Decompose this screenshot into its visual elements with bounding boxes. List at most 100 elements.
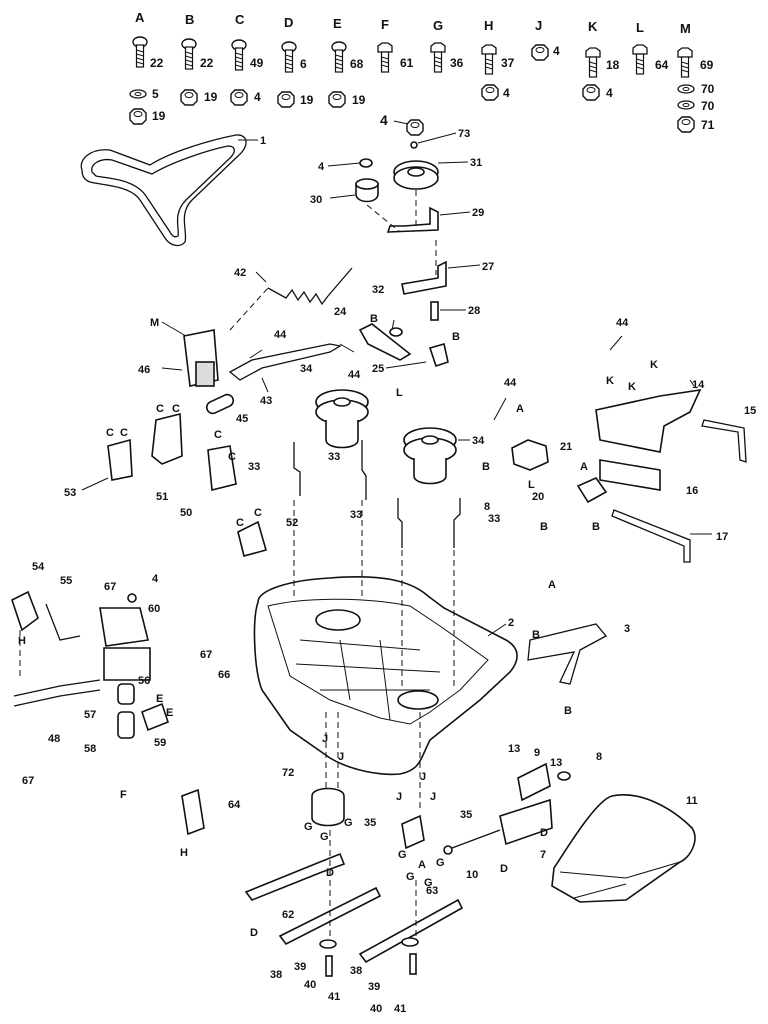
nut-d <box>277 91 295 108</box>
hw-num-j: 4 <box>553 44 560 58</box>
hw-a-washer-num: 5 <box>152 87 159 101</box>
nut-k <box>582 84 600 101</box>
nut-e <box>328 91 346 108</box>
hw-letter-e: E <box>333 16 342 31</box>
tag-b-3a: B <box>532 629 540 641</box>
callout-35a: 35 <box>364 817 376 829</box>
callout-73: 73 <box>458 128 470 140</box>
nut-b <box>180 89 198 106</box>
carriage-bolt-d <box>281 41 297 73</box>
tag-a-20: A <box>580 461 588 473</box>
callout-67a: 67 <box>104 581 116 593</box>
hw-e-nut-num: 19 <box>352 93 366 107</box>
hw-c-nut-num: 4 <box>254 90 261 104</box>
tag-d-7b: D <box>500 863 508 875</box>
callout-42: 42 <box>234 267 246 279</box>
tag-g-35a: G <box>398 849 407 861</box>
tag-c-52b: C <box>254 507 262 519</box>
rod-55 <box>45 603 81 641</box>
carriage-bolt-c <box>231 39 247 71</box>
callout-39a: 39 <box>294 961 306 973</box>
mower-deck: 2 3 A B B <box>253 576 630 776</box>
callout-16: 16 <box>686 485 698 497</box>
hw-num-l: 64 <box>655 58 669 72</box>
tag-a-3: A <box>548 579 556 591</box>
blade-right <box>358 898 464 964</box>
bracket-21 <box>511 439 549 471</box>
callout-13b: 13 <box>550 757 562 769</box>
tag-c-50a: C <box>214 429 222 441</box>
rod-48 <box>13 679 101 707</box>
hw-letter-j: J <box>535 18 542 33</box>
carriage-bolt-b <box>181 38 197 70</box>
drive-belt: 1 <box>80 134 266 247</box>
callout-4c: 4 <box>152 573 159 585</box>
callout-44c: 44 <box>504 377 517 389</box>
tag-j-5: J <box>430 791 436 803</box>
lead-lines <box>19 500 455 940</box>
callout-32: 32 <box>372 284 384 296</box>
j-tags: J J J J J <box>322 733 436 803</box>
callout-52: 52 <box>286 517 298 529</box>
tag-e-59b: E <box>166 707 173 719</box>
hex-bolt-k <box>585 47 601 78</box>
top-idler-assembly: 4 73 31 4 30 29 27 28 B <box>310 112 494 368</box>
tag-c-53a: C <box>106 427 114 439</box>
bracket-64 <box>181 788 205 836</box>
callout-29: 29 <box>472 207 484 219</box>
callout-33c: 33 <box>350 509 362 521</box>
hw-num-c: 49 <box>250 56 264 70</box>
tag-g-35c: G <box>424 877 433 889</box>
tag-k-14c: K <box>650 359 658 371</box>
rod-17 <box>611 509 691 563</box>
hw-letter-l: L <box>636 20 644 35</box>
tag-f: F <box>120 789 127 801</box>
clip-b-top <box>428 342 449 368</box>
bracket-29 <box>386 206 439 233</box>
callout-66: 66 <box>218 669 230 681</box>
hardware-row: A B C D E F G H J K L M 22 22 49 6 68 61… <box>129 10 715 133</box>
callout-13a: 13 <box>508 743 520 755</box>
hw-letter-b: B <box>185 12 194 27</box>
callout-41b: 41 <box>394 1003 406 1015</box>
hw-letter-d: D <box>284 15 293 30</box>
tag-l-25: L <box>396 387 403 399</box>
hw-b-nut-num: 19 <box>204 90 218 104</box>
tag-a-35: A <box>418 859 426 871</box>
tag-d-7: D <box>540 827 548 839</box>
hw-letter-h: H <box>484 18 493 33</box>
tag-l-21: L <box>528 479 535 491</box>
nut-h <box>481 84 499 101</box>
nut-m <box>677 116 695 133</box>
callout-2: 2 <box>508 617 514 629</box>
callout-40a: 40 <box>304 979 316 991</box>
tag-g-72a: G <box>304 821 313 833</box>
hw-num-e: 68 <box>350 57 364 71</box>
hw-letter-a: A <box>135 10 145 25</box>
rods-33: 33 33 33 33 <box>248 440 500 548</box>
callout-8a: 8 <box>484 501 490 513</box>
callout-24: 24 <box>334 306 347 318</box>
tag-j-1: J <box>322 733 328 745</box>
callout-27: 27 <box>482 261 494 273</box>
nut-c <box>230 89 248 106</box>
callout-55: 55 <box>60 575 72 587</box>
hw-m-part-1: 70 <box>701 82 715 96</box>
hw-num-f: 61 <box>400 56 414 70</box>
tag-g-72c: G <box>344 817 353 829</box>
chute-11 <box>551 794 696 903</box>
callout-14: 14 <box>692 379 705 391</box>
tag-c-51a: C <box>156 403 164 415</box>
callout-64: 64 <box>228 799 241 811</box>
tag-a-21: A <box>516 403 524 415</box>
callout-4a: 4 <box>380 112 388 128</box>
tag-k-14b: K <box>628 381 636 393</box>
callout-67c: 67 <box>22 775 34 787</box>
carriage-bolt-a <box>132 36 148 68</box>
callout-57: 57 <box>84 709 96 721</box>
callout-10: 10 <box>466 869 478 881</box>
callout-15: 15 <box>744 405 756 417</box>
bracket-50 <box>207 445 237 492</box>
carriage-bolt-e <box>331 41 347 73</box>
